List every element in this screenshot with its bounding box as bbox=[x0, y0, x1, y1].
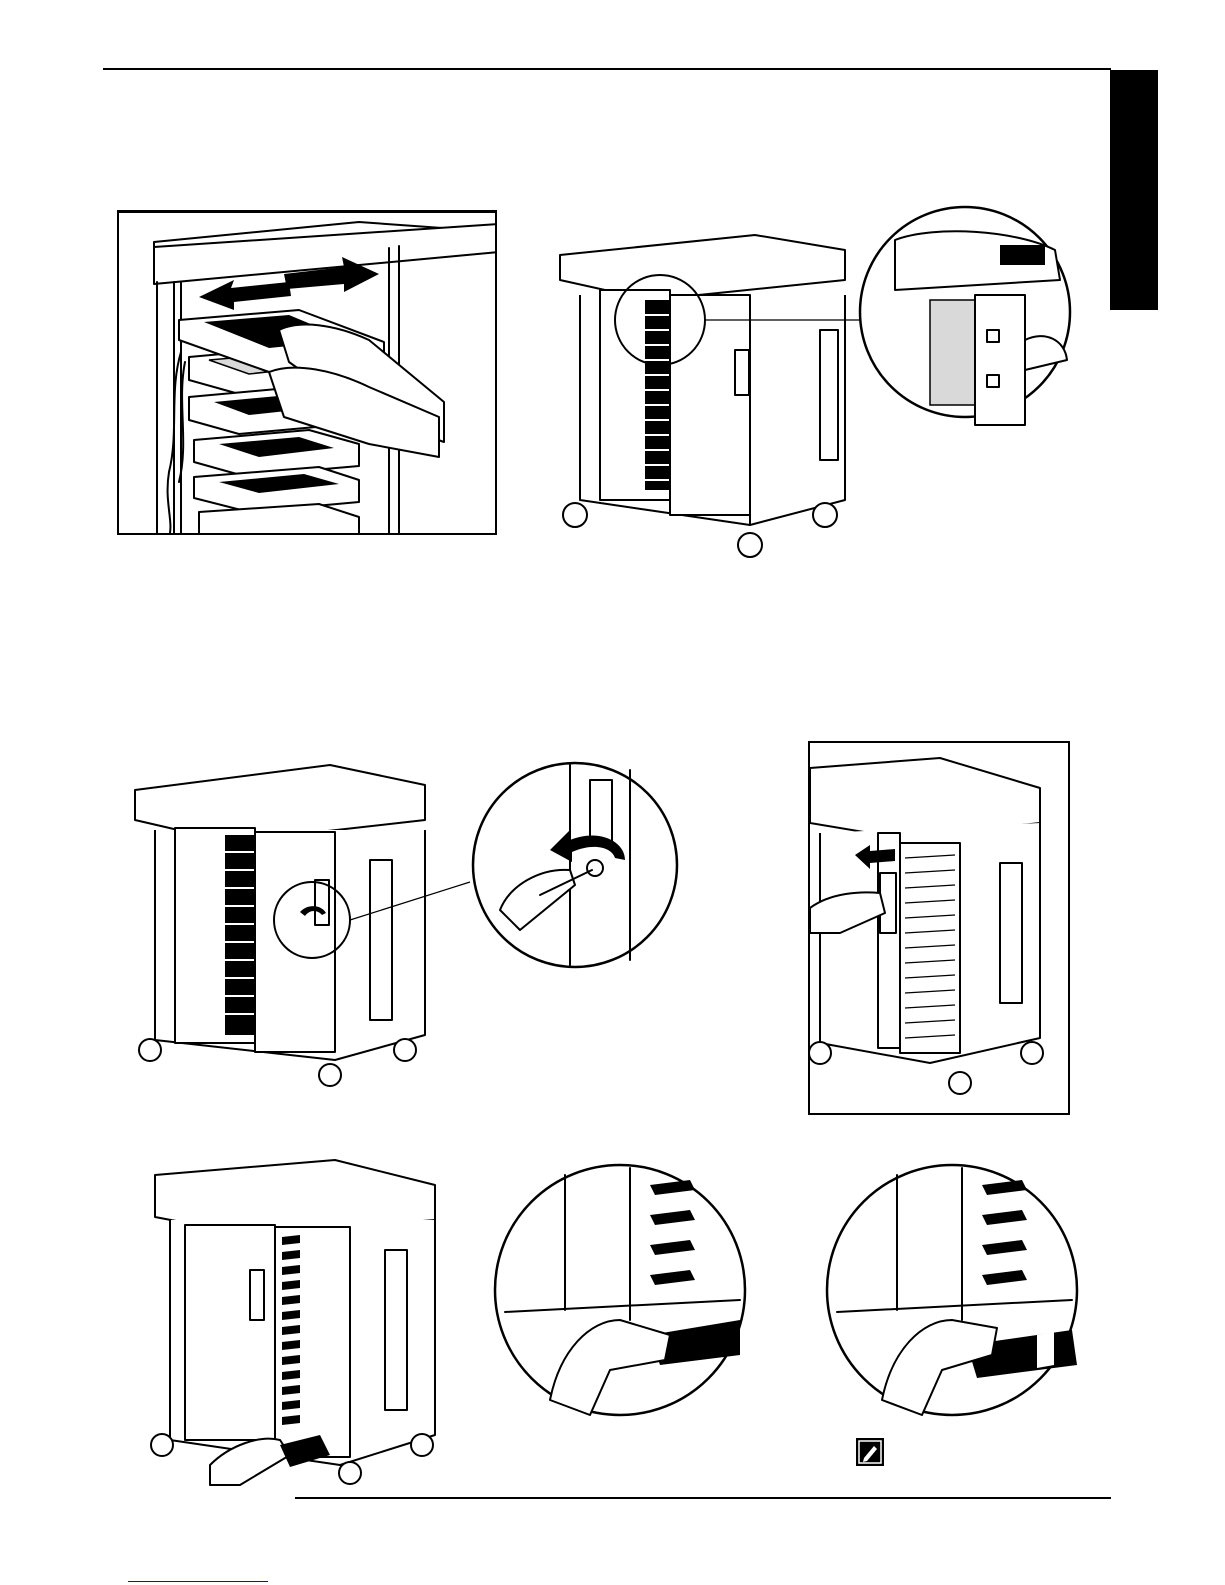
figure-cart-panel-slide bbox=[808, 741, 1070, 1115]
cart-panel-slide-illustration bbox=[810, 743, 1070, 1115]
magnified-tray-out-illustration bbox=[822, 1160, 1082, 1425]
cart-unscrew-illustration bbox=[130, 760, 690, 1095]
magnified-tray-pull-illustration bbox=[490, 1160, 750, 1425]
figure-cart-tray-remove bbox=[150, 1155, 445, 1495]
cart-outlet-illustration bbox=[555, 200, 1130, 570]
figure-cart-outlet bbox=[555, 200, 1130, 570]
figure-zoom-tray-out bbox=[822, 1160, 1082, 1425]
tray-slide-illustration bbox=[119, 212, 497, 535]
header-rule bbox=[103, 68, 1111, 70]
figure-tray-slide bbox=[117, 210, 497, 535]
figure-zoom-tray-pull bbox=[490, 1160, 750, 1425]
pencil-note-icon bbox=[856, 1438, 884, 1466]
figure-cart-unscrew bbox=[130, 760, 690, 1095]
slide-left-arrow-icon bbox=[199, 280, 291, 310]
cart-tray-removal-illustration bbox=[150, 1155, 445, 1495]
footer-rule bbox=[295, 1497, 1111, 1499]
footer-link[interactable] bbox=[128, 1568, 268, 1582]
